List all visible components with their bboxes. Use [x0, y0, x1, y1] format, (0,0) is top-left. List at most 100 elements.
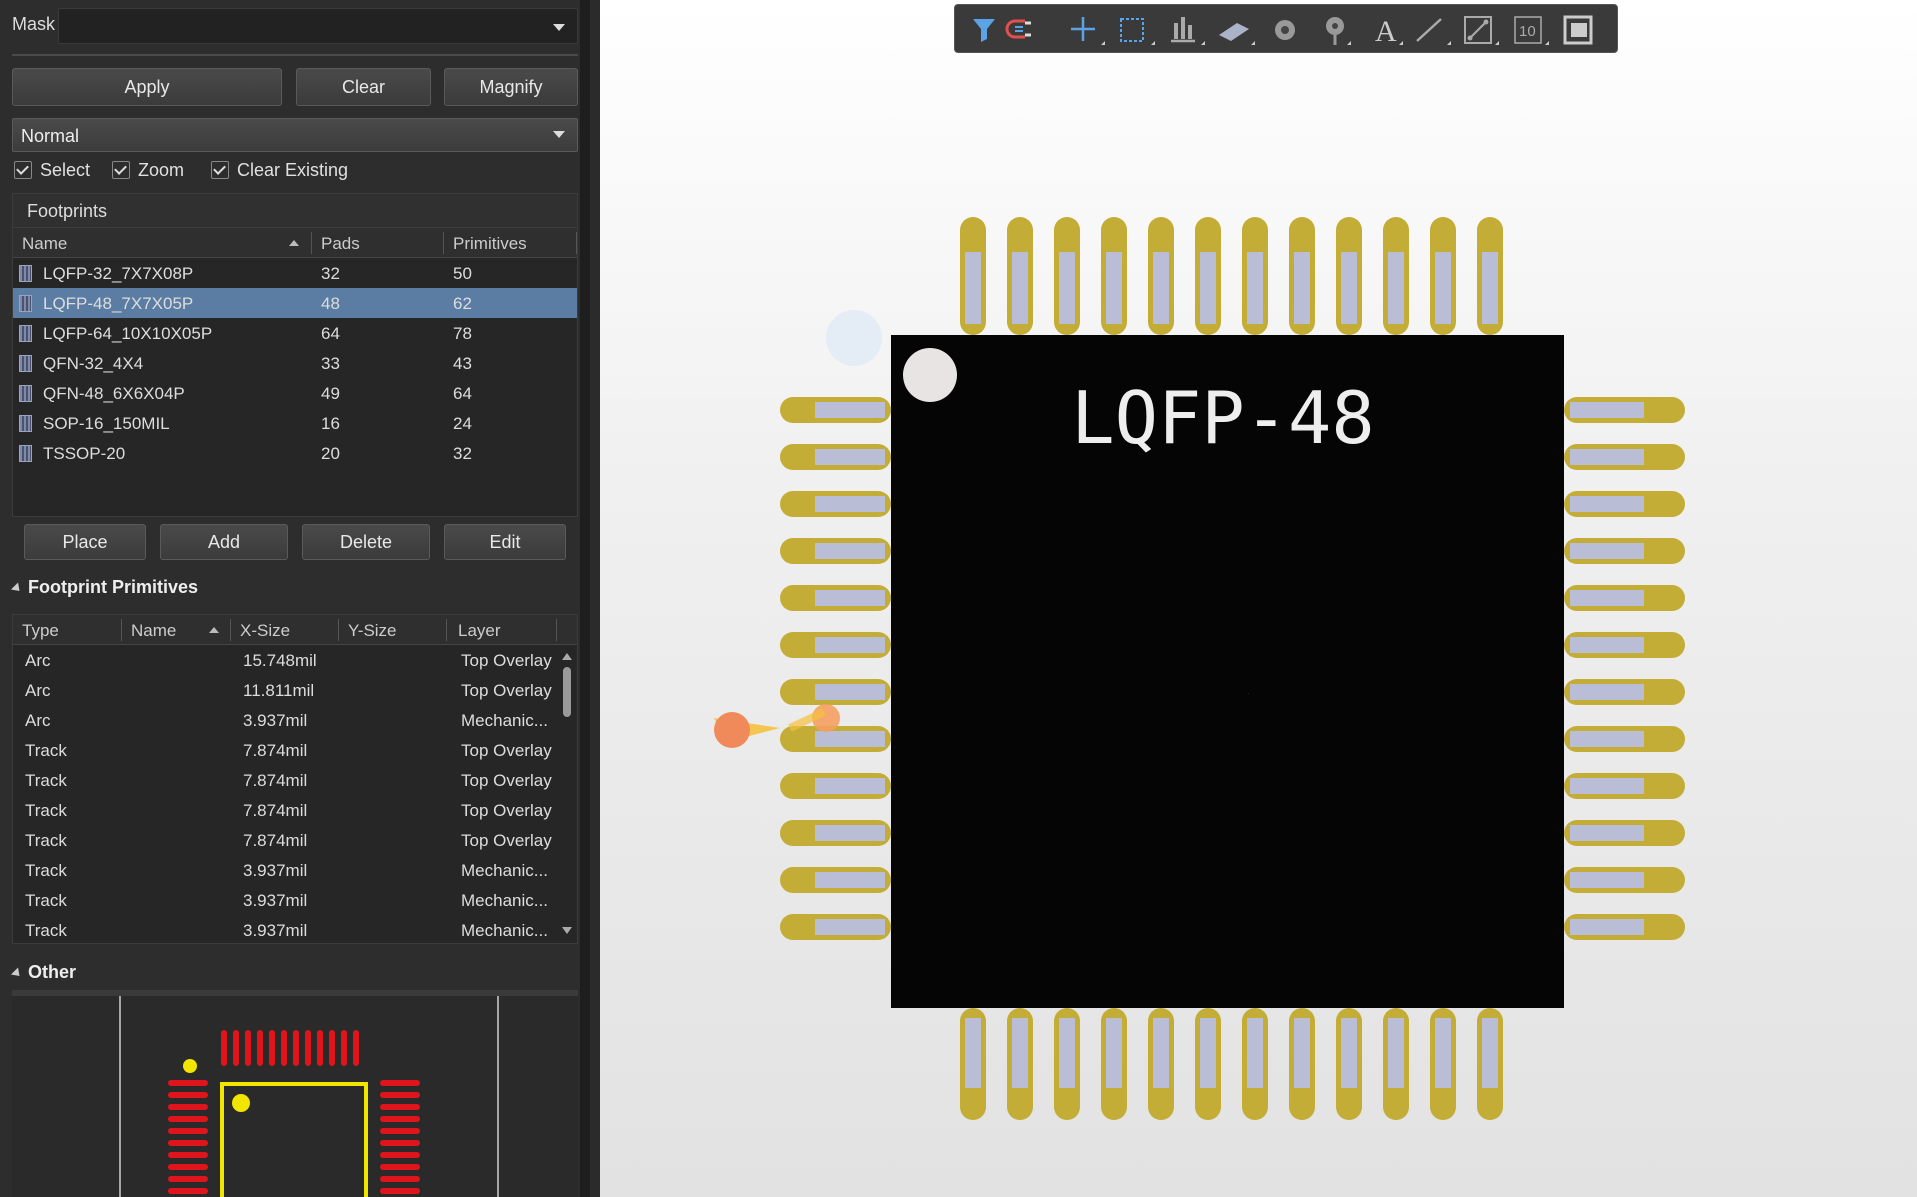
pin[interactable]	[1054, 217, 1080, 335]
pin[interactable]	[780, 867, 891, 893]
pin[interactable]	[1430, 217, 1456, 335]
pin[interactable]	[1564, 773, 1685, 799]
column-divider[interactable]	[338, 619, 339, 641]
line-icon[interactable]	[1416, 18, 1451, 45]
other-section-header[interactable]: Other	[10, 962, 76, 983]
collapse-triangle-icon[interactable]	[10, 582, 24, 595]
board-outline-icon[interactable]	[1563, 15, 1593, 45]
chip-body[interactable]	[891, 335, 1564, 1008]
column-header-primitives[interactable]: Primitives	[453, 234, 527, 253]
designator-icon[interactable]: 10	[1514, 16, 1549, 45]
pin[interactable]	[1564, 914, 1685, 940]
column-header-name[interactable]: Name	[131, 621, 177, 640]
pin[interactable]	[1564, 632, 1685, 658]
pin[interactable]	[1101, 1008, 1127, 1120]
pin[interactable]	[1564, 726, 1685, 752]
pin[interactable]	[960, 1008, 986, 1120]
column-header-ysize[interactable]: Y-Size	[348, 621, 397, 640]
select-option[interactable]: Select	[14, 158, 90, 182]
collapse-triangle-icon[interactable]	[10, 967, 24, 980]
top-pins[interactable]	[960, 217, 1503, 335]
pin[interactable]	[780, 397, 891, 423]
pin[interactable]	[1564, 491, 1685, 517]
column-header-pads[interactable]: Pads	[321, 234, 360, 253]
pin[interactable]	[1383, 1008, 1409, 1120]
left-pins[interactable]	[780, 397, 891, 940]
footprint-primitives-section-header[interactable]: Footprint Primitives	[10, 577, 198, 598]
text-icon[interactable]: A	[1375, 15, 1403, 48]
right-pins[interactable]	[1564, 397, 1685, 940]
pin[interactable]	[1564, 397, 1685, 423]
pin[interactable]	[780, 632, 891, 658]
pin[interactable]	[1101, 217, 1127, 335]
delete-button[interactable]: Delete	[302, 524, 430, 560]
column-header-name[interactable]: Name	[22, 234, 68, 253]
pin[interactable]	[1336, 217, 1362, 335]
scroll-up-icon[interactable]	[562, 653, 572, 660]
pin[interactable]	[1564, 820, 1685, 846]
pin[interactable]	[1564, 585, 1685, 611]
pcb-footprint-canvas[interactable]: A 10 LQFP-48 ·	[600, 0, 1917, 1197]
component-icon[interactable]	[1219, 23, 1255, 45]
select-checkbox[interactable]	[14, 161, 32, 179]
pin[interactable]	[780, 914, 891, 940]
pin[interactable]	[1430, 1008, 1456, 1120]
pin[interactable]	[780, 491, 891, 517]
column-divider[interactable]	[121, 619, 122, 641]
column-divider[interactable]	[576, 232, 577, 254]
pin[interactable]	[1564, 679, 1685, 705]
pin[interactable]	[780, 538, 891, 564]
pin[interactable]	[1148, 1008, 1174, 1120]
add-button[interactable]: Add	[160, 524, 288, 560]
column-header-layer[interactable]: Layer	[458, 621, 501, 640]
zoom-checkbox[interactable]	[112, 161, 130, 179]
column-divider[interactable]	[230, 619, 231, 641]
filter-icon[interactable]	[973, 19, 995, 42]
footprint-preview[interactable]	[12, 990, 578, 1197]
pin[interactable]	[1564, 867, 1685, 893]
primitives-scrollbar[interactable]	[561, 649, 573, 941]
via-icon[interactable]	[1326, 17, 1351, 45]
clear-existing-checkbox[interactable]	[211, 161, 229, 179]
move-icon[interactable]	[1071, 17, 1105, 45]
bottom-pins[interactable]	[960, 1008, 1503, 1120]
pin[interactable]	[780, 773, 891, 799]
column-divider[interactable]	[556, 619, 557, 641]
pin[interactable]	[1242, 217, 1268, 335]
clear-existing-option[interactable]: Clear Existing	[211, 158, 348, 182]
edit-button[interactable]: Edit	[444, 524, 566, 560]
pin[interactable]	[780, 679, 891, 705]
column-divider[interactable]	[446, 619, 447, 641]
column-divider[interactable]	[311, 232, 312, 254]
align-icon[interactable]	[1171, 17, 1205, 45]
column-header-xsize[interactable]: X-Size	[240, 621, 291, 640]
clear-button[interactable]: Clear	[296, 68, 431, 106]
interactive-routing-icon[interactable]	[1005, 19, 1031, 39]
mask-combobox[interactable]	[58, 8, 578, 44]
pin[interactable]	[780, 585, 891, 611]
apply-button[interactable]: Apply	[12, 68, 282, 106]
pin[interactable]	[1242, 1008, 1268, 1120]
pad-icon[interactable]	[1275, 20, 1295, 40]
pin[interactable]	[1195, 217, 1221, 335]
pin[interactable]	[1477, 217, 1503, 335]
pin[interactable]	[1007, 1008, 1033, 1120]
select-region-icon[interactable]	[1120, 18, 1155, 45]
mode-select[interactable]: Normal	[12, 118, 578, 152]
zoom-option[interactable]: Zoom	[112, 158, 184, 182]
pin[interactable]	[780, 726, 891, 752]
column-divider[interactable]	[443, 232, 444, 254]
